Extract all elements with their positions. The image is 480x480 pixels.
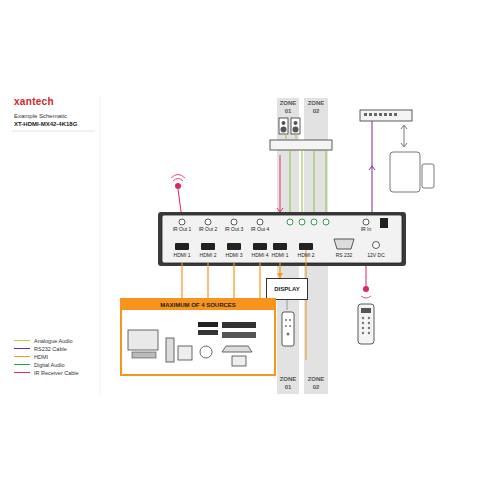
sources-box: MAXIMUM OF 4 SOURCES — [120, 298, 276, 376]
model-number: XT-HDMI-MX42-4K18G — [14, 121, 77, 127]
legend-label: RS232 Cable — [34, 346, 67, 352]
rule — [12, 131, 95, 132]
ir-signal — [361, 296, 371, 298]
legend-swatch — [14, 372, 30, 374]
wireless-arrow — [401, 125, 407, 147]
legend-swatch — [14, 340, 30, 342]
ir-receiver — [363, 286, 369, 292]
port-label: IR In — [361, 226, 372, 232]
port-label: 12V DC — [367, 252, 385, 258]
matrix-panel: IR Out 1IR Out 2IR Out 3IR Out 4HDMI 1HD… — [162, 215, 402, 263]
rs232-arrow — [369, 166, 375, 170]
tablet — [390, 152, 420, 192]
ir-wires — [277, 155, 283, 212]
zone-label: ZONE 02 — [304, 100, 328, 115]
hdmi-wire — [207, 263, 208, 298]
port-label: HDMI 1 — [272, 252, 289, 258]
matrix-switcher — [158, 212, 406, 266]
display-box: DISPLAY — [266, 278, 308, 300]
hdmi-connector — [280, 263, 281, 278]
port-label: IR Out 2 — [199, 226, 218, 232]
source-devices — [128, 322, 256, 366]
zone-remote — [282, 312, 294, 346]
display-label: DISPLAY — [274, 286, 299, 292]
brand-logo: xantech — [14, 96, 54, 107]
hdmi-wire — [233, 263, 234, 298]
legend-swatch — [14, 356, 30, 358]
hdmi-wire — [279, 263, 280, 278]
legend-label: IR Receiver Cable — [34, 370, 79, 376]
audio-wires — [286, 134, 326, 219]
port-label: HDMI 2 — [200, 252, 217, 258]
sources-heading: MAXIMUM OF 4 SOURCES — [122, 300, 274, 310]
hdmi-wire — [259, 263, 260, 298]
remote-control — [358, 304, 374, 344]
zone-band: ZONE 02 ZONE 02 — [304, 98, 328, 394]
port-label: IR Out 3 — [225, 226, 244, 232]
port-label: IR Out 4 — [251, 226, 270, 232]
zone-label: ZONE 01 — [277, 100, 299, 115]
legend-label: Analogue Audio — [34, 338, 73, 344]
port-label: HDMI 1 — [174, 252, 191, 258]
port-label: HDMI 2 — [298, 252, 315, 258]
port-label: HDMI 3 — [226, 252, 243, 258]
hdmi-out-wire — [306, 250, 307, 360]
display-wire — [287, 300, 288, 310]
phone — [422, 164, 434, 188]
port-label: HDMI 4 — [252, 252, 269, 258]
amplifier — [270, 140, 332, 150]
legend-swatch — [14, 348, 30, 350]
zone-label: ZONE 02 — [304, 376, 328, 391]
port-label: IR Out 1 — [173, 226, 192, 232]
hdmi-connector — [182, 263, 260, 298]
legend-row: RS232 Cable — [14, 345, 67, 352]
speakers — [279, 118, 300, 134]
diagram-title: Example Schematic — [14, 113, 67, 119]
network-switch — [360, 110, 412, 121]
legend-row: Digital Audio — [14, 361, 65, 368]
legend-label: Digital Audio — [34, 362, 65, 368]
zone-label: ZONE 01 — [277, 376, 299, 391]
legend-swatch — [14, 364, 30, 366]
zone-band: ZONE 01 ZONE 01 — [277, 98, 299, 394]
legend-row: HDMI — [14, 353, 48, 360]
legend-row: Analogue Audio — [14, 337, 73, 344]
legend-row: IR Receiver Cable — [14, 369, 79, 376]
rule — [100, 96, 101, 395]
hdmi-wire — [181, 263, 182, 298]
port-label: RS 232 — [336, 252, 353, 258]
ir-receiver-wire — [366, 266, 367, 286]
legend-label: HDMI — [34, 354, 48, 360]
